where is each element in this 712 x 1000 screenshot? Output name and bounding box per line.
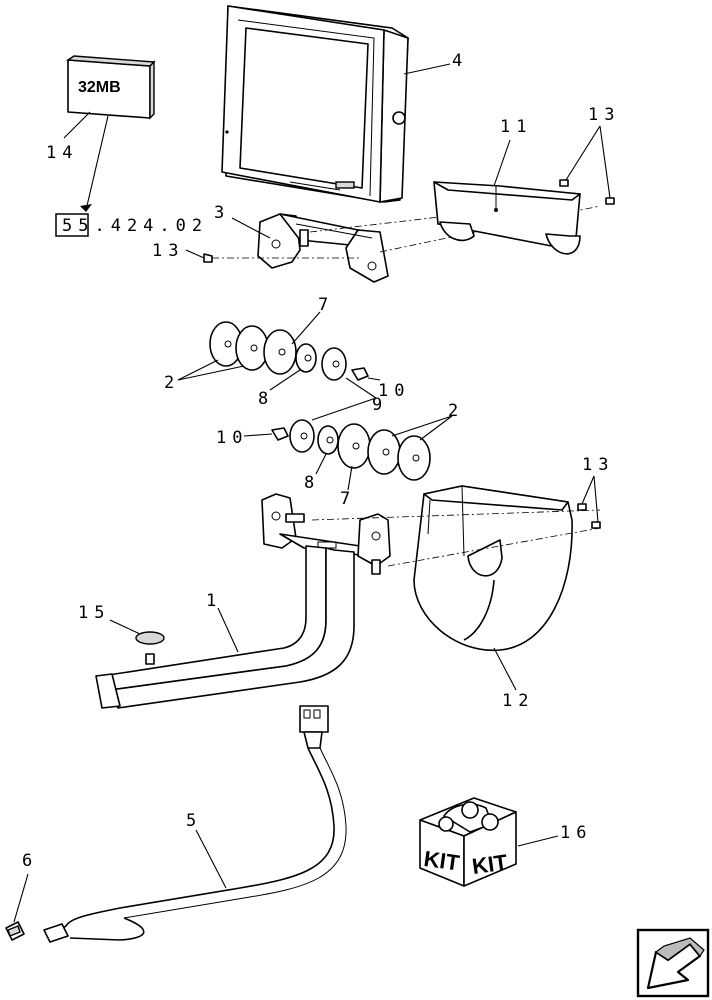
kit-box-icon: KIT KIT xyxy=(419,797,517,887)
mount-bracket-icon xyxy=(257,213,389,283)
callout-8-lower: 8 xyxy=(304,473,320,493)
screw-icon xyxy=(577,503,601,529)
callout-3: 3 xyxy=(214,203,230,223)
callout-4: 4 xyxy=(452,51,468,71)
callout-12: 12 xyxy=(502,691,534,711)
callout-10-upper: 10 xyxy=(378,381,410,401)
kit-text-right: KIT xyxy=(470,849,509,879)
callout-7-lower: 7 xyxy=(340,489,356,509)
callout-11: 11 xyxy=(500,117,532,137)
callout-10-lower: 10 xyxy=(216,428,248,448)
support-arm-icon xyxy=(95,493,391,709)
screw-icon xyxy=(559,179,615,205)
callout-13-left: 13 xyxy=(152,241,184,261)
callout-1: 1 xyxy=(206,591,222,611)
washer-icon xyxy=(135,631,165,645)
callout-9: 9 xyxy=(372,395,388,415)
large-cover-icon xyxy=(413,485,573,651)
callout-13-top: 13 xyxy=(588,105,620,125)
screw-icon xyxy=(203,253,213,263)
callout-5: 5 xyxy=(186,811,202,831)
callout-6: 6 xyxy=(22,851,38,871)
cable-harness-icon xyxy=(43,705,347,943)
cover-cup-icon xyxy=(433,181,581,255)
callout-7-upper: 7 xyxy=(318,295,334,315)
kit-text-left: KIT xyxy=(422,846,461,876)
callout-14: 14 xyxy=(46,143,78,163)
display-monitor-icon xyxy=(221,5,409,203)
callout-8-upper: 8 xyxy=(258,389,274,409)
navigation-arrow-icon[interactable] xyxy=(636,928,710,998)
callout-16: 16 xyxy=(560,823,592,843)
callout-13-right: 13 xyxy=(582,455,614,475)
callout-2-lower: 2 xyxy=(448,401,464,421)
reference-box xyxy=(55,213,89,237)
washer-stack-lower xyxy=(271,419,431,481)
memory-card-icon: 32MB xyxy=(65,55,156,120)
reference-code: 55.424.02 xyxy=(62,216,208,236)
memory-card-label: 32MB xyxy=(78,79,121,96)
plug-icon xyxy=(5,921,25,941)
washer-stack-upper xyxy=(209,321,369,381)
callout-15: 15 xyxy=(78,603,110,623)
callout-2-upper: 2 xyxy=(164,373,180,393)
